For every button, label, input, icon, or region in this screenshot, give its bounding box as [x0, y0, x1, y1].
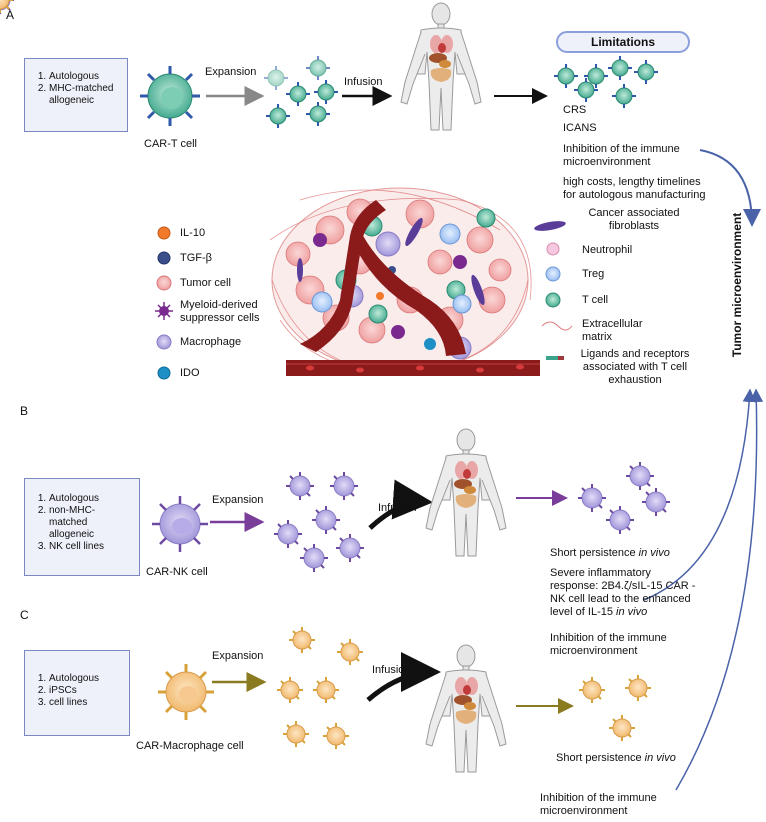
legend-tgf-beta: TGF-β — [180, 252, 212, 264]
legend-caf: Cancer associated fibroblasts — [588, 207, 680, 232]
infusion-label-c: Infusion — [372, 664, 411, 676]
tme-arrow-c — [675, 388, 764, 791]
expansion-label-b: Expansion — [212, 494, 264, 506]
limitation-inhibition: Inhibition of the immune microenvironmen… — [563, 143, 680, 168]
car-t-cell-label: CAR-T cell — [144, 138, 197, 150]
blood-vessel — [286, 200, 540, 376]
infused-nk-cells — [577, 461, 671, 535]
expansion-label-a: Expansion — [205, 66, 257, 78]
legend-macrophage: Macrophage — [180, 336, 242, 348]
limitation-crs: CRS — [563, 104, 587, 116]
legend-ido: IDO — [180, 367, 200, 379]
source-item: Autologous — [49, 71, 119, 83]
legend-tumor-cell: Tumor cell — [180, 277, 231, 289]
section-label-a: A — [6, 8, 15, 22]
infusion-label-b: Infusion — [378, 502, 417, 514]
car-nk-cell-label: CAR-NK cell — [146, 566, 208, 578]
section-label-b: B — [20, 404, 29, 418]
source-item: Autologous — [49, 493, 131, 505]
infusion-arrow-c — [366, 652, 441, 702]
source-item: cell lines — [49, 697, 121, 709]
source-item: Autologous — [49, 673, 121, 685]
legend-right-icons — [534, 221, 573, 360]
limitation-icans: ICANS — [563, 122, 597, 134]
expansion-label-c: Expansion — [212, 650, 264, 662]
infusion-arrow-b — [368, 479, 433, 530]
legend-ecm: Extracellular matrix — [582, 318, 643, 343]
human-body-c — [425, 644, 507, 773]
source-item: NK cell lines — [49, 541, 131, 553]
car-t-cell-graphic — [140, 66, 200, 126]
source-item: MHC-matched allogeneic — [49, 83, 119, 107]
car-nk-source-box: Autologous non-MHC-matched allogeneic NK… — [24, 478, 140, 576]
tumor-microenvironment-title: Tumor microenvironment — [730, 212, 744, 358]
limitation-costs: high costs, lengthy timelines for autolo… — [563, 176, 706, 201]
legend-mdsc: Myeloid-derived suppressor cells — [180, 299, 260, 324]
car-macrophage-cell-label: CAR-Macrophage cell — [136, 740, 244, 752]
tme-arrow-a — [699, 149, 761, 227]
legend-treg: Treg — [582, 268, 605, 280]
source-item: non-MHC-matched allogeneic — [49, 505, 131, 541]
mac-short-persistence: Short persistence in vivo — [556, 752, 676, 764]
expanded-macrophages — [0, 0, 364, 750]
car-macrophage-cell-graphic — [158, 664, 214, 720]
car-macrophage-source-box: Autologous iPSCs cell lines — [24, 650, 130, 736]
legend-ligands: Ligands and receptors associated with T … — [580, 348, 690, 386]
infused-t-cells — [553, 55, 659, 109]
legend-t-cell: T cell — [582, 294, 609, 306]
human-body-a — [400, 2, 482, 131]
car-nk-cell-graphic — [152, 496, 208, 552]
legend-left-icons — [155, 226, 173, 380]
infused-macrophages — [578, 674, 652, 742]
car-t-source-box: Autologous MHC-matched allogeneic — [24, 58, 128, 132]
tme-arrow-b — [643, 388, 757, 601]
legend-il10: IL-10 — [180, 227, 206, 239]
human-body-b — [425, 428, 507, 557]
limitations-title: Limitations — [556, 31, 690, 53]
nk-short-persistence: Short persistence in vivo — [550, 547, 670, 559]
source-item: iPSCs — [49, 685, 121, 697]
mac-inhibition: Inhibition of the immune microenvironmen… — [540, 792, 657, 817]
section-label-c: C — [20, 608, 29, 622]
nk-inflammatory-response: Severe inflammatory response: 2B4.ζ/sIL-… — [550, 567, 696, 618]
nk-inhibition: Inhibition of the immune microenvironmen… — [550, 632, 667, 657]
legend-neutrophil: Neutrophil — [582, 244, 633, 256]
infusion-label-a: Infusion — [344, 76, 383, 88]
